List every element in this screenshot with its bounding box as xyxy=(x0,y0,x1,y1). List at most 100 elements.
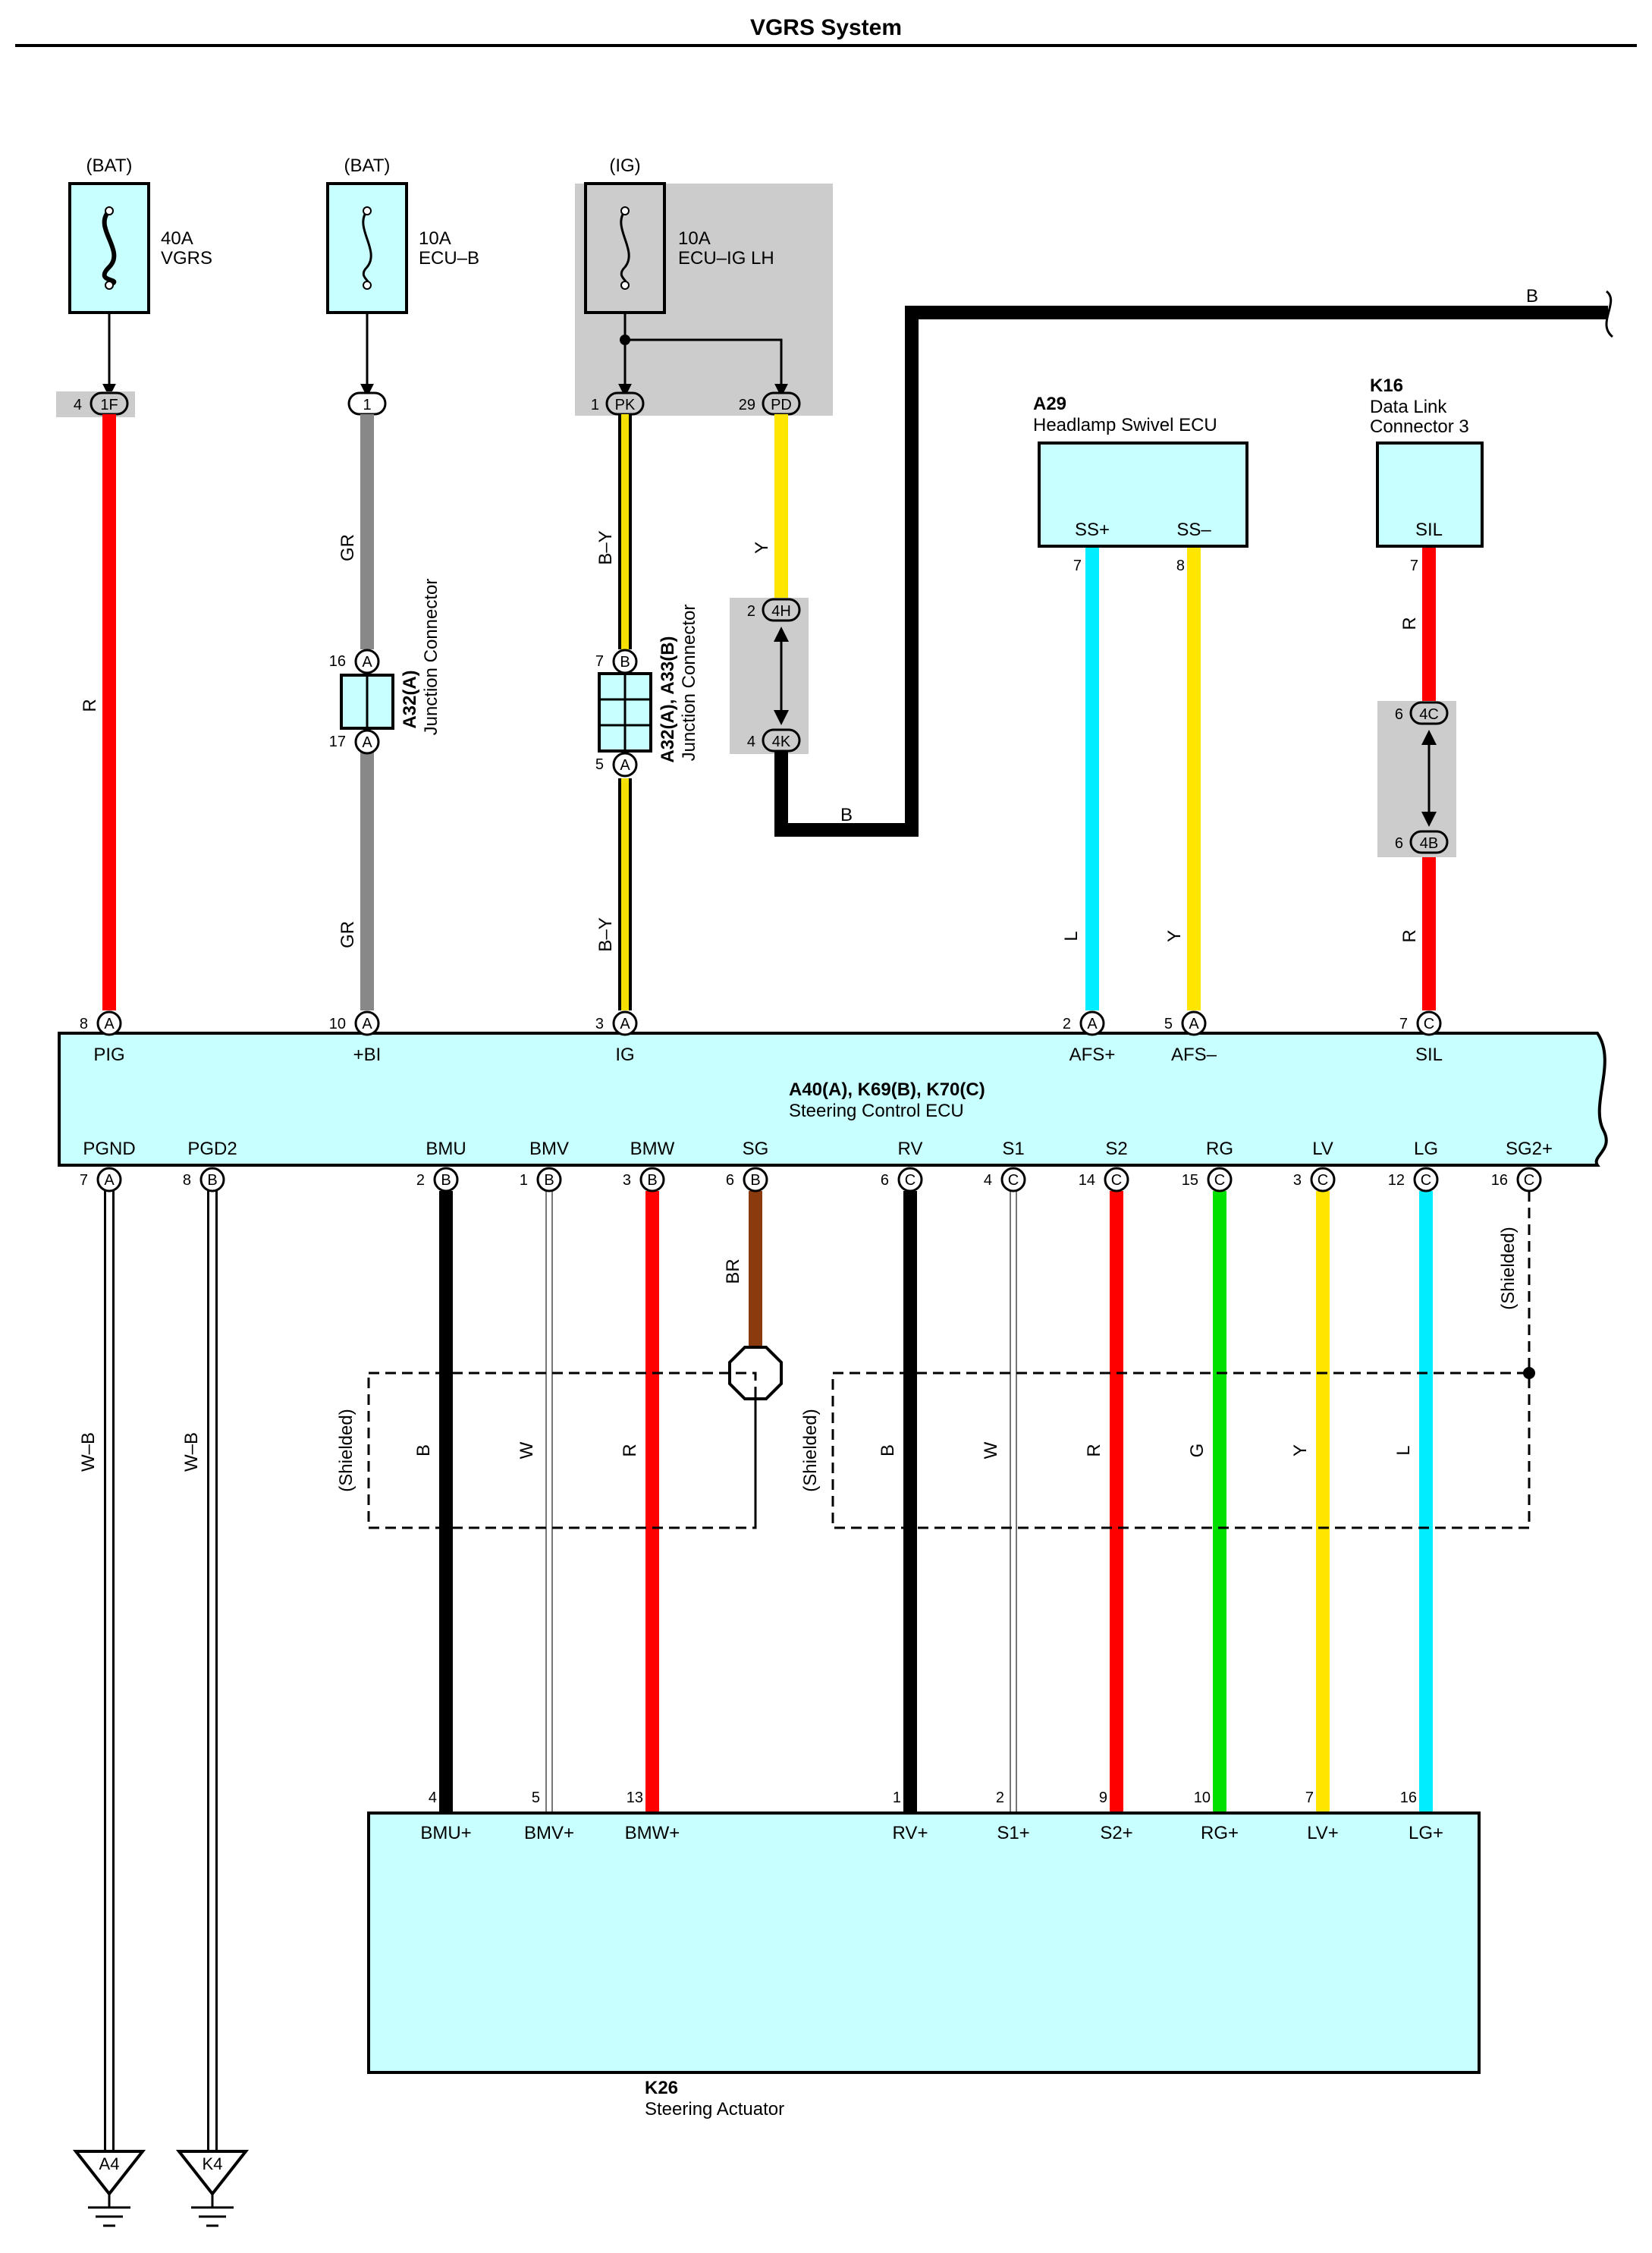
wire-lv-label: Y xyxy=(1290,1444,1311,1456)
ground-a4: A4 xyxy=(72,2150,146,2227)
ecu-bot-pin-code: C xyxy=(1008,1172,1019,1189)
component-k16: K16 Data Link Connector 3 SIL 7 xyxy=(1370,376,1484,574)
k26-pin-num: 13 xyxy=(627,1790,643,1806)
fuse-ecub-rating: 10A xyxy=(419,228,451,249)
pin-4b-code: 4B xyxy=(1420,835,1438,852)
fuse-ecub-dot-top xyxy=(363,206,372,215)
ecu-bot-pin-num: 12 xyxy=(1388,1172,1405,1189)
a29-num-ssplus: 7 xyxy=(1073,558,1082,574)
fuse-vgrs-rating: 40A xyxy=(161,228,193,249)
fuse-ecub: (BAT) 10A ECU–B xyxy=(326,156,479,314)
wire-bmu-label: B xyxy=(413,1444,434,1456)
ecu-bot-pin-code: A xyxy=(104,1172,115,1189)
k16-body xyxy=(1376,441,1484,548)
fuse-ecuig-dot-top xyxy=(620,206,630,215)
a29-pin-ssplus: SS+ xyxy=(1075,520,1110,540)
wire-b-loop-label: B xyxy=(840,805,853,825)
a32-pin-top-code: A xyxy=(362,654,372,671)
shield-2-label: (Shielded) xyxy=(800,1409,821,1491)
wire-pig-label: R xyxy=(80,699,100,712)
ecu-bot-pin-num: 16 xyxy=(1491,1172,1508,1189)
wire-gr-bot-label: GR xyxy=(338,921,358,948)
component-a29: A29 Headlamp Swivel ECU SS+ SS– 7 8 xyxy=(1033,394,1248,574)
k26-pin-name: S2+ xyxy=(1100,1823,1132,1843)
a29-pin-ssminus: SS– xyxy=(1176,520,1211,540)
ecu-bot-pin-circle xyxy=(199,1167,225,1192)
ecu-bot-name-s1: S1 xyxy=(1002,1139,1024,1159)
ecu-bot-pin-circle xyxy=(897,1167,923,1192)
jc-4h-arrowhead xyxy=(774,627,789,642)
shield-2-top-label: (Shielded) xyxy=(1498,1227,1519,1309)
ecu-bot-pin-circle xyxy=(433,1167,459,1192)
ecu-top-pin-circle xyxy=(354,1010,380,1036)
ecu-top-pin-num: 10 xyxy=(329,1016,346,1032)
ecu-top-pin-name: +BI xyxy=(353,1045,382,1065)
ecu-bot-name-s2: S2 xyxy=(1105,1139,1127,1159)
wire-sil-r-top-label: R xyxy=(1399,617,1420,630)
k26-pin-name: RG+ xyxy=(1201,1823,1239,1843)
fuse-ecuig-name: ECU–IG LH xyxy=(678,248,774,269)
ecu-bot-pin-code: C xyxy=(1318,1172,1328,1189)
k26-pin-num: 4 xyxy=(429,1790,437,1806)
a29-id: A29 xyxy=(1033,394,1066,414)
ecu-top-pin-name: IG xyxy=(615,1045,634,1065)
ground-k4-triangle xyxy=(175,2150,250,2197)
fuse-ecub-box xyxy=(326,182,408,314)
junction-connector-a33: 7 B 5 A A32(A), A33(B) Junction Connecto… xyxy=(595,605,699,778)
ecu-bot-pin-code: B xyxy=(544,1172,554,1189)
k26-pin-name: BMV+ xyxy=(524,1823,574,1843)
wire-by-bot-label: B–Y xyxy=(595,917,616,951)
a33-name: Junction Connector xyxy=(679,605,699,762)
ecu-bottom-pins: 7 A 8 B 2 B 1 B 3 B 6 B 6 C 4 C 14 C 15 … xyxy=(80,1167,1542,1192)
ecu-top-pin-num: 5 xyxy=(1164,1016,1173,1032)
ecu-bot-pin-code: B xyxy=(750,1172,760,1189)
ecu-bot-name-bmv: BMV xyxy=(529,1139,569,1159)
ecu-bot-name-pgnd: PGND xyxy=(83,1139,135,1159)
ecu-top-pin-sil: 7 C SIL xyxy=(1399,1010,1443,1065)
k26-pin-num: 9 xyxy=(1099,1790,1107,1806)
ecu-bot-pin-code: C xyxy=(1214,1172,1225,1189)
ecu-bot-pin-circle xyxy=(536,1167,562,1192)
ecu-bot-name-rg: RG xyxy=(1206,1139,1233,1159)
ecu-top-pin-num: 7 xyxy=(1399,1016,1408,1032)
fuse-vgrs: (BAT) 40A VGRS xyxy=(68,156,212,314)
ecu-bot-name-lv: LV xyxy=(1312,1139,1333,1159)
fuse-vgrs-icon xyxy=(102,209,117,288)
ecu-top-pin-code: C xyxy=(1424,1016,1434,1032)
k26-id: K26 xyxy=(645,2078,678,2098)
k16-pin-sil: SIL xyxy=(1415,520,1443,540)
k26-pin-num: 1 xyxy=(893,1790,901,1806)
ecu-top-pin-name: PIG xyxy=(93,1045,124,1065)
pin-4c-code: 4C xyxy=(1419,706,1439,723)
wire-bmw-label: R xyxy=(620,1444,640,1456)
fuse-ecuig: (IG) 10A ECU–IG LH xyxy=(575,156,833,416)
ecu-top-pin-pig: 8 A PIG xyxy=(80,1010,125,1065)
wire-y-pd-label: Y xyxy=(752,542,772,554)
a33-pin-bot-code: A xyxy=(620,757,630,774)
shield-box-1 xyxy=(367,1372,757,1529)
a29-num-ssminus: 8 xyxy=(1176,558,1185,574)
ecu-bot-pin-circle xyxy=(1516,1167,1542,1192)
fuse-ecuig-dot-bot xyxy=(620,281,630,290)
k26-body xyxy=(367,1812,1481,2074)
fuse-ecuig-rating: 10A xyxy=(678,228,711,249)
k26-pin-name: BMW+ xyxy=(625,1823,680,1843)
k26-pin-name: LV+ xyxy=(1307,1823,1339,1843)
fuse-ecub-source: (BAT) xyxy=(344,156,391,176)
page-title: VGRS System xyxy=(750,15,902,40)
fuse-ecub-icon xyxy=(362,210,372,287)
ecu-bot-pin-code: B xyxy=(207,1172,217,1189)
pin-1f-code: 1F xyxy=(100,397,118,413)
ecu-top-pin-circle xyxy=(96,1010,122,1036)
ecu-bot-name-sg2plus: SG2+ xyxy=(1506,1139,1553,1159)
a33-pin-bot xyxy=(612,752,638,778)
ecu-bot-pin-code: C xyxy=(1111,1172,1122,1189)
k16-num: 7 xyxy=(1410,558,1418,574)
k16-name1: Data Link xyxy=(1370,397,1447,417)
pin-4b xyxy=(1409,830,1449,854)
k26-pin-num: 7 xyxy=(1305,1790,1314,1806)
wire-by-top-label: B–Y xyxy=(595,530,616,564)
fuse-vgrs-dot-top xyxy=(105,206,114,215)
wire-br-label: BR xyxy=(723,1258,743,1284)
wire-rg-label: G xyxy=(1187,1444,1208,1458)
